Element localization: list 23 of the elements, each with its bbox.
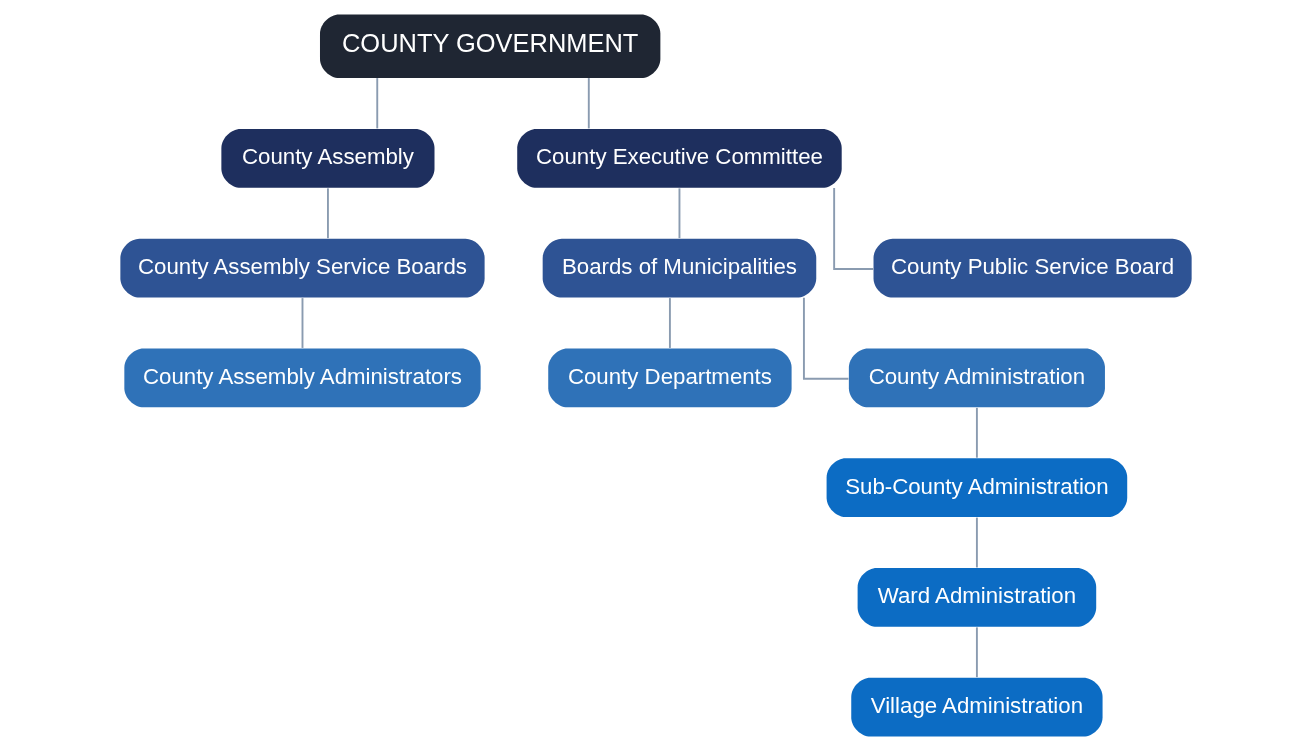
node-box: Boards of Municipalities (542, 238, 817, 298)
connector (678, 187, 681, 240)
connector (975, 516, 978, 569)
node-box: Village Administration (851, 677, 1103, 737)
connector (975, 626, 978, 679)
node-box: Sub-County Administration (826, 458, 1128, 518)
connector (587, 77, 590, 130)
node-box: County Departments (548, 348, 792, 408)
node-box: County Executive Committee (517, 128, 842, 188)
node-box: County Public Service Board (873, 238, 1192, 298)
connector (376, 77, 379, 130)
node-box: County Assembly (221, 128, 435, 188)
node-box: County Administration (848, 348, 1105, 408)
node-box: County Assembly Service Boards (120, 238, 485, 298)
connector (327, 187, 329, 240)
node-box: COUNTY GOVERNMENT (320, 14, 661, 79)
node-box: County Assembly Administrators (124, 348, 481, 408)
connector (301, 297, 304, 349)
connector (802, 296, 850, 380)
node-box: Ward Administration (857, 567, 1097, 627)
connector (668, 297, 671, 349)
connector (975, 406, 978, 459)
connector (833, 187, 875, 270)
